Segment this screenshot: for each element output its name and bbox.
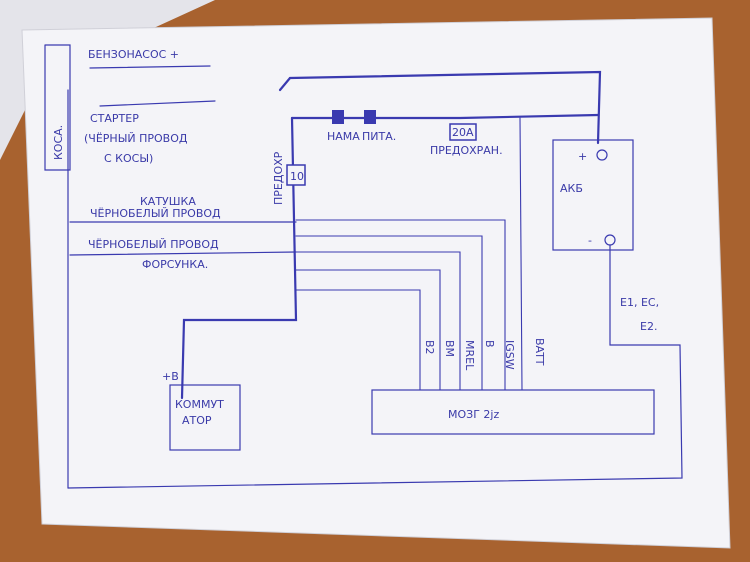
- fuse-left: [286, 164, 306, 186]
- starter-label-1: СТАРТЕР: [90, 112, 139, 125]
- rele-label-2: ПИТА.: [362, 130, 396, 143]
- ground-wire: [67, 244, 683, 489]
- fuse-right: [449, 123, 477, 141]
- fuse-to-kommutator: [180, 116, 298, 400]
- b2-label: B2: [423, 340, 436, 355]
- kosa-box: [44, 44, 71, 171]
- akb-label: АКБ: [560, 182, 583, 195]
- kommutator-plus-label: +B: [162, 370, 179, 383]
- benzonasos-wire: [89, 65, 211, 69]
- starter-wire: [99, 100, 216, 107]
- ecu-label: МОЗГ 2jz: [448, 408, 499, 421]
- igsw-label: IGSW: [503, 340, 516, 370]
- feed-wire: [290, 113, 600, 120]
- akb-minus-label: -: [588, 234, 592, 247]
- igsw-wire: [295, 219, 506, 391]
- starter-label-3: С КОСЫ): [104, 152, 153, 165]
- relay-mark-1: [332, 110, 344, 124]
- benzonasos-label: БЕНЗОНАСОС +: [88, 48, 179, 61]
- kommutator-label-1: КОММУТ: [175, 398, 224, 411]
- mrel-wire: [295, 251, 461, 391]
- b-label: B: [483, 340, 496, 348]
- katushka-label-2: ЧЁРНОБЕЛЫЙ ПРОВОД: [90, 207, 221, 220]
- labels: КОСА. БЕНЗОНАСОС + СТАРТЕР (ЧЁРНЫЙ ПРОВО…: [52, 48, 659, 427]
- kommutator-label-2: АТОР: [182, 414, 212, 427]
- akb-minus-terminal: [604, 234, 616, 246]
- kosa-label: КОСА.: [52, 125, 65, 160]
- battery-positive-wire: [288, 70, 602, 145]
- wires: [44, 44, 683, 489]
- predohran-label: ПРЕДОХРАН.: [430, 144, 503, 157]
- fuse-right-label: 20А: [452, 126, 474, 139]
- rele-label-1: НАМА: [327, 130, 360, 143]
- starter-label-2: (ЧЁРНЫЙ ПРОВОД: [84, 132, 188, 145]
- b-wire: [295, 235, 483, 391]
- batt-wire: [519, 117, 523, 391]
- wire-stub: [278, 76, 292, 92]
- forsunka-label-2: ФОРСУНКА.: [142, 258, 208, 271]
- bm-label: BM: [443, 340, 456, 357]
- akb-plus-terminal: [596, 149, 608, 161]
- akb-plus-label: +: [578, 150, 587, 163]
- katushka-label-1: КАТУШКА: [140, 195, 196, 208]
- bm-wire: [295, 269, 441, 391]
- ground-label-2: E2.: [640, 320, 657, 333]
- batt-label: BATT: [533, 338, 546, 366]
- akb-box: [552, 139, 634, 251]
- paper-sheet: [21, 17, 731, 549]
- b2-wire: [295, 289, 421, 391]
- forsunka-label-1: ЧЁРНОБЕЛЫЙ ПРОВОД: [88, 238, 219, 251]
- fuse-left-label: 10: [290, 170, 304, 183]
- relay-mark-2: [364, 110, 376, 124]
- mrel-label: MREL: [463, 340, 476, 371]
- forsunka-wire: [69, 251, 297, 256]
- kommutator-box: [169, 384, 241, 451]
- ground-label: E1, EC,: [620, 296, 659, 309]
- ecu-box: [371, 389, 655, 435]
- predohr-label: ПРЕДОХР: [272, 151, 285, 205]
